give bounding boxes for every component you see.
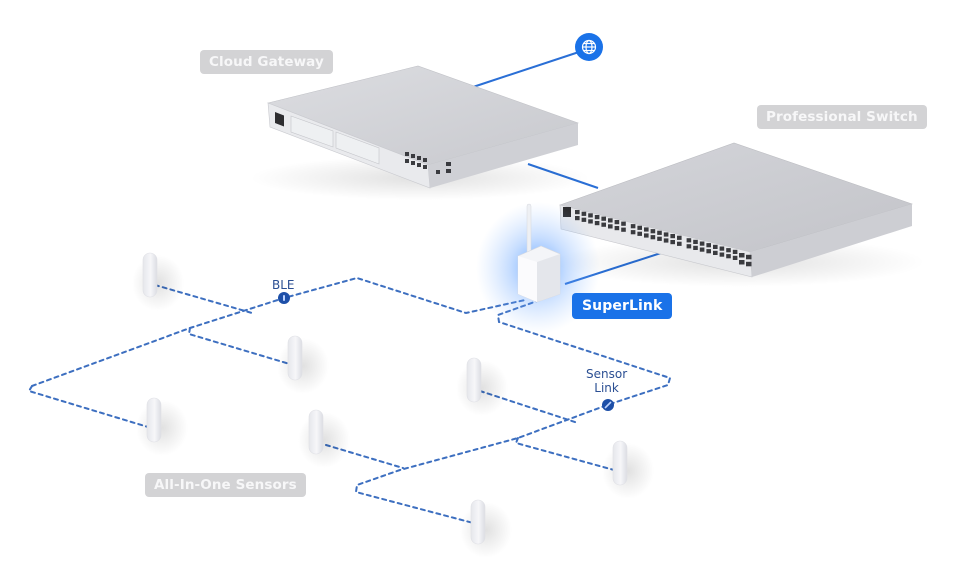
switch-port: [677, 241, 682, 246]
sfp-port: [739, 253, 745, 258]
switch-port: [719, 252, 725, 257]
switch-port: [650, 235, 656, 240]
sensor-2[interactable]: [277, 335, 329, 394]
switch-port: [581, 217, 587, 222]
switch-port: [650, 229, 656, 234]
switch-port: [726, 248, 731, 253]
label-ble: BLE: [272, 278, 295, 292]
switch-port: [699, 241, 705, 246]
globe-icon: [581, 39, 597, 55]
label-cloud-gateway: Cloud Gateway: [200, 50, 333, 74]
switch-port: [601, 216, 606, 221]
switch-port: [608, 224, 613, 229]
label-professional-switch: Professional Switch: [757, 105, 927, 129]
switch-port: [686, 244, 692, 249]
sfp-port: [739, 260, 745, 265]
ble-link: [187, 327, 294, 366]
sensors: [132, 252, 654, 558]
switch-port: [713, 244, 718, 249]
mesh-links: [27, 276, 672, 525]
gateway-ports: [405, 152, 451, 174]
sensor-3[interactable]: [136, 397, 188, 456]
switch-port: [719, 246, 725, 251]
switch-port: [726, 254, 731, 259]
switch-port: [601, 222, 606, 227]
switch-port: [621, 221, 626, 226]
switch-port: [630, 224, 636, 229]
switch-port: [637, 225, 642, 230]
switch-port: [699, 247, 705, 252]
link-icon: [604, 401, 612, 409]
sensor-link: [325, 444, 404, 469]
cloud-gateway-device[interactable]: [250, 65, 590, 200]
switch-port: [644, 233, 649, 238]
switch-port: [657, 230, 662, 235]
switch-port: [588, 213, 593, 218]
label-sensor-link: Sensor Link: [586, 367, 627, 395]
switch-port: [663, 232, 669, 237]
sfp-port: [746, 261, 752, 267]
switch-port: [732, 255, 738, 260]
sfp-port: [746, 254, 752, 260]
professional-switch-device[interactable]: [555, 142, 925, 287]
ble-marker[interactable]: [278, 292, 290, 304]
switch-port: [663, 238, 669, 243]
sensor-link-marker[interactable]: [602, 399, 614, 411]
switch-port: [706, 243, 711, 248]
switch-port: [637, 231, 642, 236]
bluetooth-icon: [283, 295, 285, 301]
switch-port: [621, 227, 626, 232]
sensor-6[interactable]: [602, 440, 654, 499]
label-sensor-link-line1: Sensor: [586, 367, 628, 381]
ble-link: [27, 385, 149, 428]
switch-port: [686, 238, 692, 243]
label-all-in-one-sensors: All-In-One Sensors: [145, 473, 306, 497]
switch-port: [693, 245, 698, 250]
switch-port: [670, 234, 675, 239]
switch-port: [644, 227, 649, 232]
switch-ports: [575, 210, 752, 267]
switch-port: [677, 235, 682, 240]
switch-port: [657, 236, 662, 241]
switch-port: [732, 249, 738, 254]
switch-port: [594, 221, 600, 226]
sensor-link: [514, 437, 615, 471]
switch-port: [581, 211, 587, 216]
sensor-4[interactable]: [456, 357, 508, 416]
switch-port: [594, 215, 600, 220]
label-sensor-link-line2: Link: [594, 381, 619, 395]
switch-port: [588, 219, 593, 224]
switch-port: [630, 230, 636, 235]
switch-port: [608, 218, 613, 223]
label-superlink: SuperLink: [572, 293, 673, 319]
switch-port: [670, 240, 675, 245]
sensor-5[interactable]: [298, 409, 350, 468]
sensor-1[interactable]: [132, 252, 184, 311]
switch-port: [614, 220, 620, 225]
switch-port: [614, 226, 620, 231]
switch-port: [713, 250, 718, 255]
switch-port: [575, 210, 580, 215]
internet-uplink: [469, 49, 586, 89]
sensor-7[interactable]: [460, 499, 512, 558]
superlink-device[interactable]: [476, 202, 600, 334]
ble-link: [31, 276, 526, 387]
switch-port: [693, 239, 698, 244]
switch-port: [706, 249, 711, 254]
internet-node[interactable]: [575, 33, 603, 61]
